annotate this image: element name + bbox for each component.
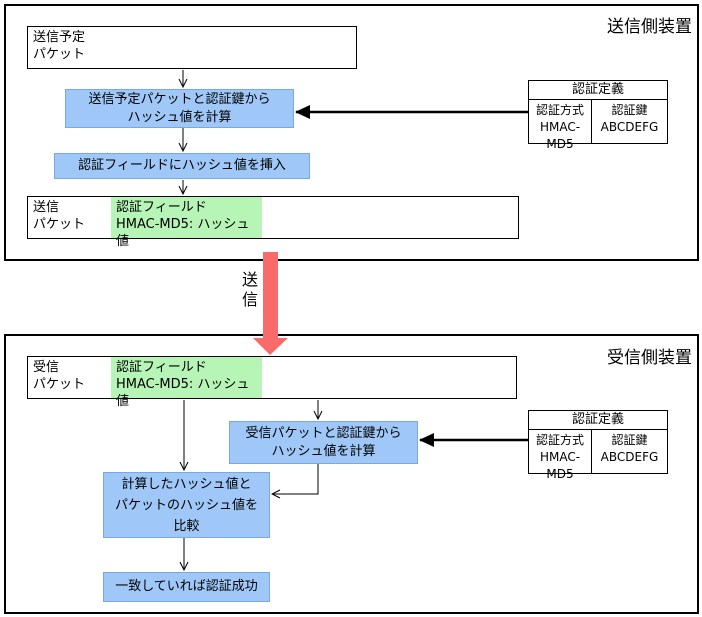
sender-auth-method-cell: 認証方式 HMAC-MD5 (529, 100, 592, 151)
receiver-auth-method-value: HMAC-MD5 (539, 450, 581, 481)
recv-packet-box: 受信 パケット (27, 356, 517, 399)
compare-hash-line1: 計算したハッシュ値と (121, 476, 252, 492)
receiver-auth-field: 認証フィールド HMAC-MD5: ハッシュ値 (111, 357, 262, 409)
sender-auth-definition-table: 認証定義 認証方式 HMAC-MD5 認証鍵 ABCDEFG (528, 80, 668, 151)
transmit-arrow (253, 252, 288, 355)
sender-compute-hash-step: 送信予定パケットと認証鍵から ハッシュ値を計算 (65, 89, 294, 128)
receiver-auth-definition-table: 認証定義 認証方式 HMAC-MD5 認証鍵 ABCDEFG (528, 410, 668, 481)
sender-auth-def-title: 認証定義 (529, 81, 667, 100)
send-packet-line1: 送信 (33, 200, 60, 215)
sender-auth-field-line1: 認証フィールド (116, 200, 207, 215)
transmit-label-char1: 送 (241, 270, 258, 289)
scheduled-packet-line2: パケット (33, 47, 86, 62)
receiver-compute-hash-line2: ハッシュ値を計算 (271, 443, 376, 459)
sender-auth-method-value: HMAC-MD5 (539, 120, 581, 151)
arrow-recv-compute-to-compare (272, 464, 319, 494)
receiver-auth-field-line1: 認証フィールド (116, 360, 207, 375)
transmit-label-char2: 信 (241, 290, 258, 309)
receiver-auth-key-label: 認証鍵 (611, 433, 648, 447)
sender-compute-hash-line2: ハッシュ値を計算 (127, 109, 232, 125)
sender-auth-field: 認証フィールド HMAC-MD5: ハッシュ値 (111, 197, 262, 249)
compare-hash-line3: 比較 (173, 518, 200, 534)
scheduled-packet-line1: 送信予定 (33, 30, 86, 45)
auth-success-step: 一致していれば認証成功 (103, 572, 270, 602)
receiver-auth-def-title: 認証定義 (529, 411, 667, 430)
recv-packet-line2: パケット (33, 377, 86, 392)
receiver-compute-hash-step: 受信パケットと認証鍵から ハッシュ値を計算 (229, 421, 418, 464)
receiver-auth-method-cell: 認証方式 HMAC-MD5 (529, 430, 592, 481)
sender-auth-key-value: ABCDEFG (600, 120, 659, 134)
receiver-compute-hash-line1: 受信パケットと認証鍵から (245, 425, 402, 441)
sender-auth-key-label: 認証鍵 (611, 103, 648, 117)
sender-compute-hash-line1: 送信予定パケットと認証鍵から (88, 91, 271, 107)
receiver-device-title: 受信側装置 (607, 348, 692, 368)
compare-hash-line2: パケットのハッシュ値を (114, 497, 258, 513)
receiver-auth-key-value: ABCDEFG (600, 450, 659, 464)
sender-auth-method-label: 認証方式 (535, 103, 584, 117)
receiver-auth-field-line2: HMAC-MD5: ハッシュ値 (116, 377, 250, 409)
send-packet-box: 送信 パケット (27, 196, 519, 239)
compare-hash-step: 計算したハッシュ値と パケットのハッシュ値を 比較 (103, 472, 270, 538)
send-packet-line2: パケット (33, 217, 86, 232)
auth-success-text: 一致していれば認証成功 (115, 579, 258, 594)
sender-auth-field-line2: HMAC-MD5: ハッシュ値 (116, 217, 250, 249)
scheduled-packet-box: 送信予定 パケット (27, 26, 357, 69)
transmit-label: 送 信 (240, 270, 260, 310)
sender-auth-key-cell: 認証鍵 ABCDEFG (592, 100, 667, 143)
recv-packet-line1: 受信 (33, 360, 60, 375)
insert-field-text: 認証フィールドにハッシュ値を挿入 (78, 158, 286, 173)
receiver-auth-key-cell: 認証鍵 ABCDEFG (592, 430, 667, 473)
insert-field-step: 認証フィールドにハッシュ値を挿入 (54, 153, 310, 179)
receiver-auth-method-label: 認証方式 (535, 433, 584, 447)
sender-device-title: 送信側装置 (607, 17, 692, 37)
